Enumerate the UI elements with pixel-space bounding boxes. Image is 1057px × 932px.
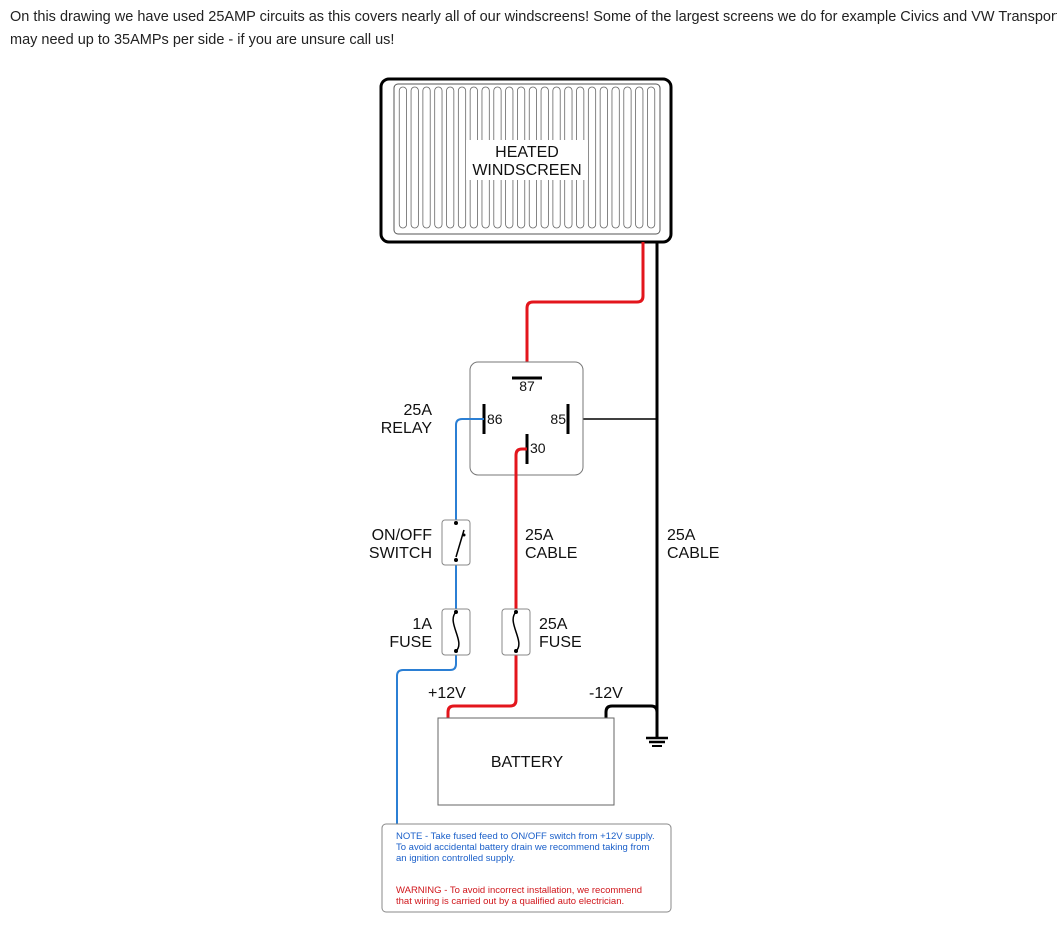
heating-filament <box>599 86 608 229</box>
fuse-1a-label-line-1: 1A <box>412 616 432 633</box>
windscreen-label-line-1: HEATED <box>495 144 559 161</box>
warning-line-1: WARNING - To avoid incorrect installatio… <box>396 885 642 896</box>
battery-negative-wire <box>604 704 659 718</box>
note-line-3: an ignition controlled supply. <box>396 853 515 864</box>
ground-symbol <box>646 736 668 747</box>
note-box: NOTE - Take fused feed to ON/OFF switch … <box>381 823 672 913</box>
fuse-25a-label-line-2: FUSE <box>539 634 582 651</box>
heating-filament <box>410 86 419 229</box>
switch-feed-wire <box>396 418 484 826</box>
fuse-25a <box>501 608 531 656</box>
relay-label-line-2: RELAY <box>381 420 433 437</box>
fuse-1a-element <box>452 611 460 652</box>
on-off-switch <box>441 519 471 566</box>
fuse-to-supply-wire <box>396 653 457 826</box>
fuse-25a-label-line-1: 25A <box>539 616 568 633</box>
heating-filament <box>398 86 407 229</box>
relay: 87 86 85 30 <box>469 361 584 476</box>
relay-pin86-label: 86 <box>487 411 503 427</box>
relay-pin30-to-fuse-wire <box>514 447 527 611</box>
battery-negative-label: -12V <box>589 685 623 702</box>
fuse-to-battery-positive-wire <box>446 653 518 718</box>
note-line-2: To avoid accidental battery drain we rec… <box>396 842 650 853</box>
relay-pin30-label: 30 <box>530 440 546 456</box>
windscreen-label-line-2: WINDSCREEN <box>472 162 581 179</box>
windscreen-label-backdrop <box>466 140 588 180</box>
ground-cable-label-line-2: CABLE <box>667 545 719 562</box>
ground-cable-label-line-1: 25A <box>667 527 696 544</box>
heating-filament <box>587 86 597 229</box>
switch-contact-open <box>462 533 466 537</box>
battery-positive-label: +12V <box>428 685 466 702</box>
note-line-1: NOTE - Take fused feed to ON/OFF switch … <box>396 831 655 842</box>
heating-filament <box>635 86 644 229</box>
heating-filament <box>422 86 431 229</box>
battery-body <box>437 717 615 806</box>
windscreen-feed-wire <box>525 242 645 377</box>
switch-label-line-2: SWITCH <box>369 545 432 562</box>
warning-line-2: that wiring is carried out by a qualifie… <box>396 896 624 907</box>
note-box-frame <box>381 823 672 913</box>
switch-contact-top <box>454 521 458 525</box>
fuse-1a <box>441 608 471 656</box>
windscreen-inner-frame <box>393 83 661 235</box>
intro-text: On this drawing we have used 25AMP circu… <box>10 6 1057 52</box>
battery: BATTERY <box>437 717 615 806</box>
heated-windscreen: HEATED WINDSCREEN <box>379 77 673 244</box>
relay-cable-label-line-1: 25A <box>525 527 554 544</box>
fuse-25a-element <box>512 611 520 652</box>
heating-filament <box>446 86 455 229</box>
relay-pin86-to-switch-wire <box>455 418 484 522</box>
fuse-1a-label-line-2: FUSE <box>389 634 432 651</box>
relay-pin85-label: 85 <box>550 411 566 427</box>
heating-filament <box>623 86 632 229</box>
heating-filament <box>457 86 467 229</box>
relay-label-line-1: 25A <box>404 402 433 419</box>
relay-pin87-label: 87 <box>519 378 535 394</box>
intro-line-2: may need up to 35AMPs per side - if you … <box>10 32 395 48</box>
heating-filament <box>647 86 656 229</box>
intro-line-1: On this drawing we have used 25AMP circu… <box>10 9 1057 25</box>
heating-filament <box>434 86 443 229</box>
switch-contact-bottom <box>454 558 458 562</box>
ground-cable <box>568 242 668 747</box>
battery-label: BATTERY <box>491 754 564 771</box>
relay-cable-label-line-2: CABLE <box>525 545 577 562</box>
switch-label-line-1: ON/OFF <box>372 527 433 544</box>
heating-filament <box>611 86 620 229</box>
